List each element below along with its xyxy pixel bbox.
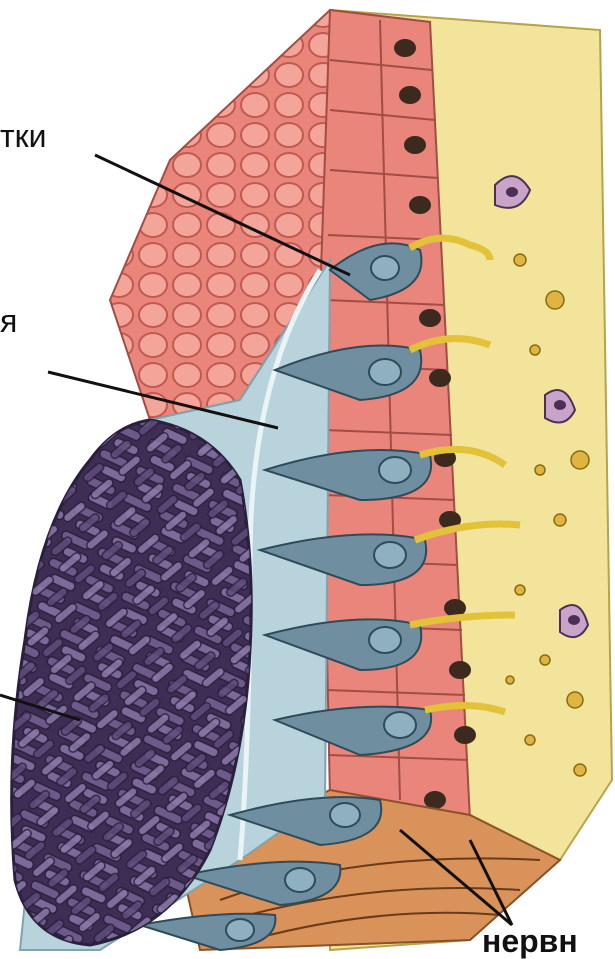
label-nerve-fibers: нервн: [482, 925, 578, 957]
label-membrane: я: [0, 305, 17, 337]
label-hair-cells: тки: [0, 120, 47, 152]
